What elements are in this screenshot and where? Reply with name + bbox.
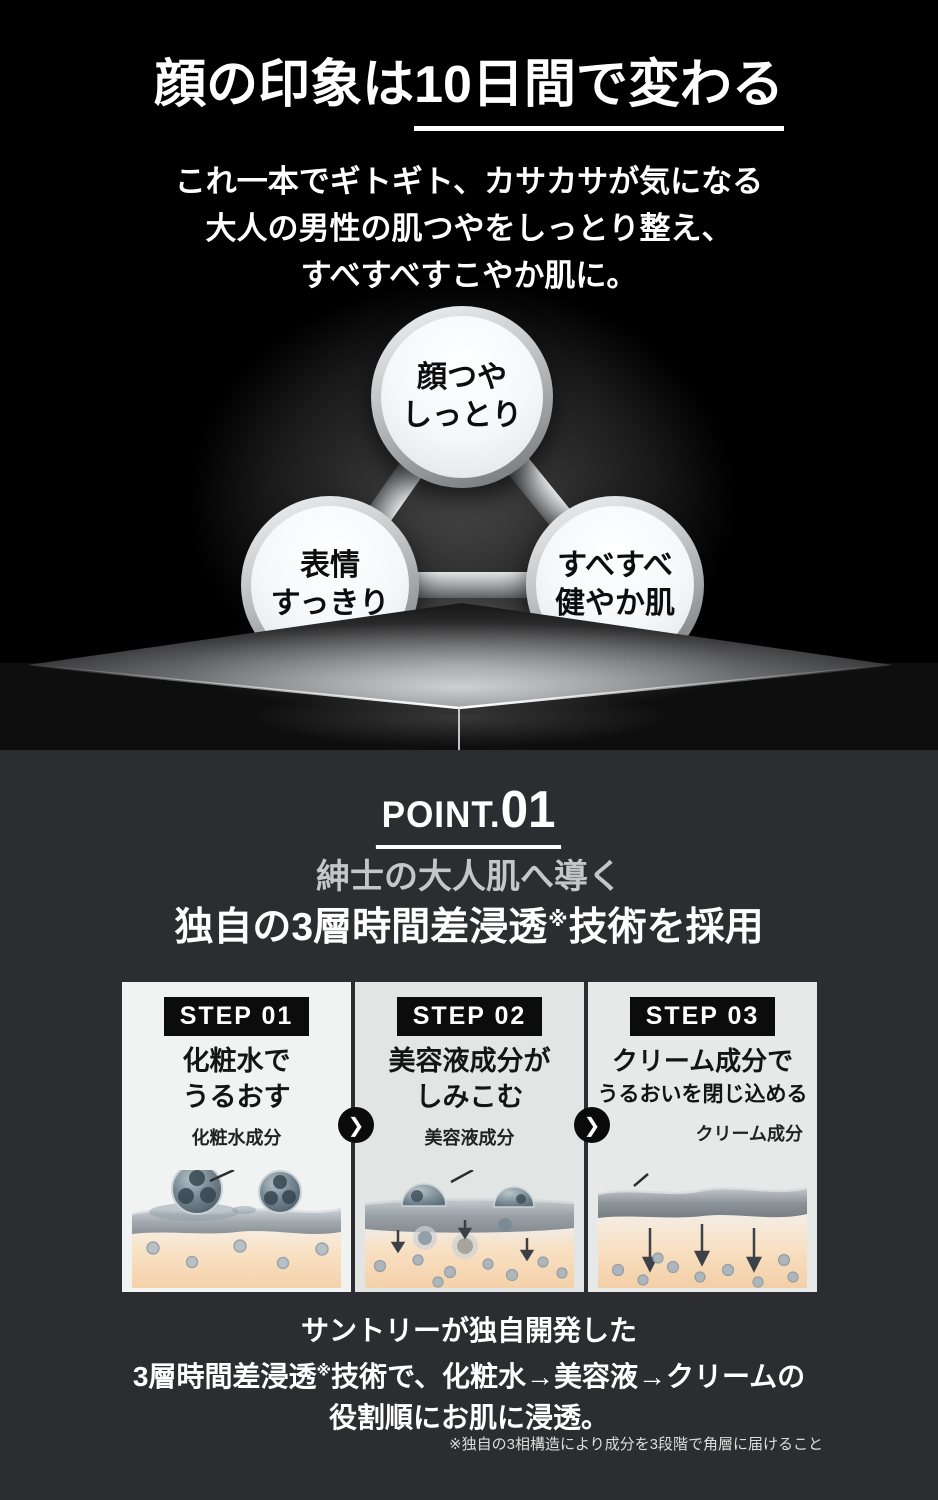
summary-text: サントリーが独自開発した 3層時間差浸透※技術で、化粧水→美容液→クリームの役割順… (0, 1310, 938, 1438)
step-panel-3: STEP 03 クリーム成分で うるおいを閉じ込める クリーム成分 (588, 982, 817, 1292)
benefit-line: 健やか肌 (555, 587, 675, 620)
step-title-line: しみこむ (415, 1082, 524, 1112)
step-badge: STEP 03 (629, 997, 776, 1036)
main-heading-segment: 独自の3層時間差浸透 (174, 906, 548, 949)
step-badge: STEP 01 (163, 997, 310, 1036)
skin-illustration-step2 (364, 1170, 575, 1288)
step-title: 美容液成分が しみこむ (355, 1043, 584, 1115)
main-heading-segment: 技術を採用 (568, 906, 764, 949)
summary-line: 3層時間差浸透※技術で、化粧水→美容液→クリームの (132, 1361, 806, 1393)
step-title-line: クリーム成分で (611, 1046, 794, 1076)
reference-mark: ※ (316, 1363, 332, 1380)
point-word: POINT. (382, 794, 502, 835)
skin-illustration-step1 (131, 1170, 342, 1288)
next-step-arrow-icon: ❯ (574, 1107, 610, 1143)
step-badge: STEP 02 (396, 997, 543, 1036)
summary-line: サントリーが独自開発した (300, 1315, 637, 1346)
benefit-line: すべすべ (557, 549, 673, 582)
point-01-section: POINT.01 紳士の大人肌へ導く 独自の3層時間差浸透※技術を採用 STEP… (0, 750, 938, 1500)
hero-subtitle: これ一本でギトギト、カサカサが気になる 大人の男性の肌つやをしっとり整え、 すべ… (0, 158, 938, 299)
steps-row: STEP 01 化粧水で うるおす 化粧水成分 (122, 982, 818, 1292)
sub-heading: 紳士の大人肌へ導く (316, 858, 622, 896)
reference-mark: ※ (548, 909, 568, 931)
summary-line: 役割順にお肌に浸透。 (328, 1402, 609, 1434)
pedestal-illustration (0, 603, 938, 750)
hero-section: 顔の印象は10日間で変わる これ一本でギトギト、カサカサが気になる 大人の男性の… (0, 52, 938, 780)
ingredient-label: クリーム成分 (695, 1124, 803, 1144)
benefit-circle-moist-glow: 顔つや しっとり (371, 306, 553, 488)
step-title-line: うるおいを閉じ込める (597, 1083, 808, 1106)
subtitle-line: すべすべすこやか肌に。 (300, 258, 638, 293)
step-panel-1: STEP 01 化粧水で うるおす 化粧水成分 (122, 982, 351, 1292)
step-title: クリーム成分で うるおいを閉じ込める (588, 1043, 817, 1111)
footnote-text: ※独自の3相構造により成分を3段階で角層に届けること (449, 1436, 823, 1453)
benefit-line: 顔つや (417, 361, 507, 394)
benefit-circle-label: 顔つや しっとり (381, 316, 543, 478)
benefit-line: すっきり (270, 587, 390, 620)
skin-illustration-step3 (597, 1173, 808, 1288)
point-number: 01 (501, 781, 556, 839)
step-title: 化粧水で うるおす (122, 1043, 351, 1115)
subtitle-line: 大人の男性の肌つやをしっとり整え、 (205, 211, 733, 246)
ingredient-label: 美容液成分 (424, 1128, 515, 1148)
main-heading: 独自の3層時間差浸透※技術を採用 (0, 896, 938, 952)
step-title-line: 美容液成分が (388, 1046, 551, 1076)
ingredient-label: 化粧水成分 (191, 1128, 282, 1148)
page-title: 顔の印象は10日間で変わる (0, 52, 938, 131)
step-title-line: 化粧水で (182, 1046, 291, 1076)
point-label-underline: POINT.01 (376, 780, 562, 849)
next-step-arrow-icon: ❯ (338, 1107, 374, 1143)
subtitle-line: これ一本でギトギト、カサカサが気になる (174, 164, 764, 199)
title-underlined-segment: 10日間で変わる (414, 52, 784, 131)
step-title-line: うるおす (182, 1082, 291, 1112)
step-panel-2: STEP 02 美容液成分が しみこむ 美容液成分 (355, 982, 584, 1292)
benefit-line: 表情 (300, 549, 360, 582)
title-plain-segment: 顔の印象は (154, 56, 415, 114)
point-label: POINT.01 (0, 780, 938, 849)
benefit-line: しっとり (402, 399, 522, 432)
